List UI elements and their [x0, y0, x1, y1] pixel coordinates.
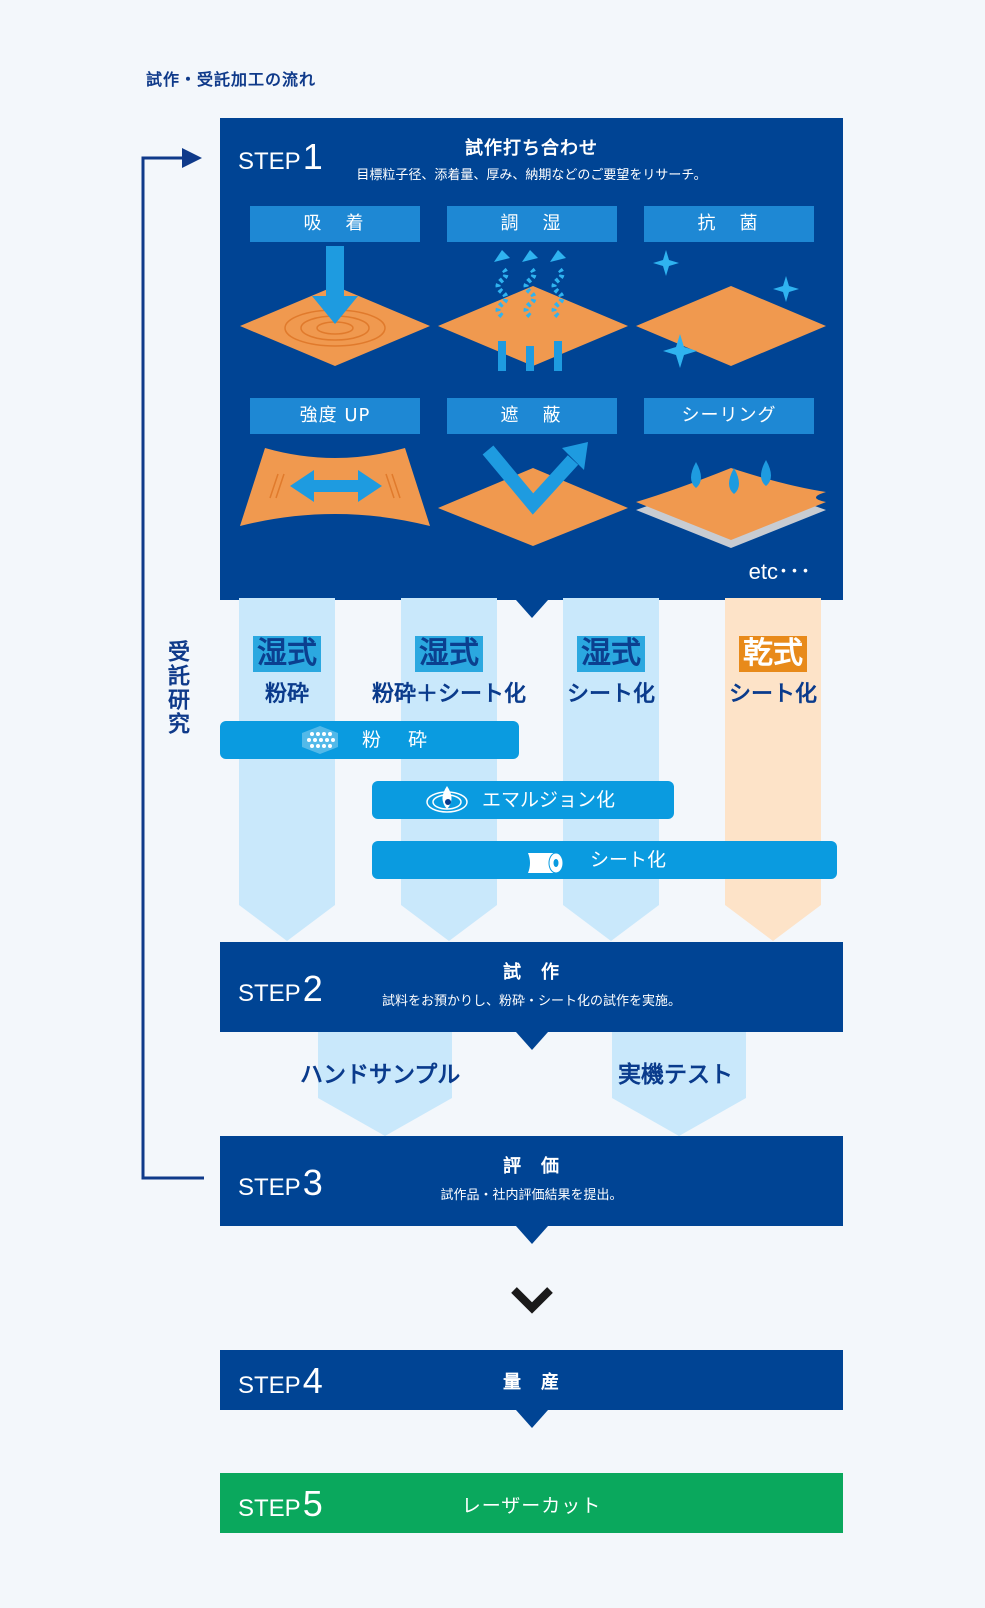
step-number: 2: [302, 968, 323, 1009]
step-word: STEP: [238, 148, 301, 175]
step-word: STEP: [238, 1372, 301, 1399]
page-title: 試作・受託加工の流れ: [146, 70, 317, 89]
step-5-label: STEP5: [238, 1483, 323, 1525]
step-word: STEP: [238, 1495, 301, 1522]
strength-icon: [240, 448, 430, 526]
step-2: STEP2 試 作 試料をお預かりし、粉砕・シート化の試作を実施。: [220, 942, 843, 1050]
step-1: STEP1 試作打ち合わせ 目標粒子径、添着量、厚み、納期などのご要望をリサーチ…: [220, 118, 843, 618]
method-sub: 粉砕＋シート化: [371, 682, 526, 707]
shielding-icon: [438, 442, 628, 546]
method-column-1: 湿式 粉砕: [227, 636, 347, 708]
step-number: 1: [302, 136, 323, 177]
function-strength: 強度 UP: [250, 398, 420, 434]
step-1-description: 目標粒子径、添着量、厚み、納期などのご要望をリサーチ。: [356, 168, 707, 183]
method-badge: 湿式: [415, 636, 483, 672]
step-3-label: STEP3: [238, 1162, 323, 1204]
step-number: 4: [302, 1360, 323, 1401]
function-humidity: 調 湿: [447, 206, 617, 242]
step-3-pointer: [515, 1226, 548, 1244]
method-badge: 湿式: [577, 636, 645, 672]
sheet-roll-icon: [528, 852, 564, 874]
process-sheet: シート化: [372, 841, 837, 879]
step-2-label: STEP2: [238, 968, 323, 1010]
step-number: 3: [302, 1162, 323, 1203]
step-5-title: レーザーカット: [461, 1495, 602, 1517]
etc-label: etc･･･: [748, 559, 811, 584]
step-3-description: 試作品・社内評価結果を提出。: [440, 1188, 623, 1203]
method-badge: 乾式: [739, 636, 807, 672]
output-arrow-1-bg: [318, 1032, 452, 1136]
process-emulsion: エマルジョン化: [372, 781, 674, 819]
method-column-3: 湿式 シート化: [551, 636, 671, 708]
function-adsorption: 吸 着: [250, 206, 420, 242]
step-1-title: 試作打ち合わせ: [465, 138, 598, 159]
method-badge: 湿式: [253, 636, 321, 672]
process-label: シート化: [590, 849, 667, 871]
process-label: 粉 砕: [362, 729, 432, 751]
method-column-2: 湿式 粉砕＋シート化: [359, 636, 539, 708]
step-word: STEP: [238, 1174, 301, 1201]
method-column-4: 乾式 シート化: [713, 636, 833, 708]
step-5: STEP5 レーザーカット: [220, 1473, 843, 1533]
output-arrow-2-bg: [612, 1032, 746, 1136]
method-sub: シート化: [566, 682, 655, 707]
method-column-1-bg: [239, 598, 335, 941]
output-machine-test: 実機テスト: [618, 1062, 733, 1088]
function-antibacterial: 抗 菌: [644, 206, 814, 242]
loop-back-arrow: [141, 148, 204, 1180]
step-word: STEP: [238, 980, 301, 1007]
step-2-pointer: [515, 1032, 548, 1050]
step-4: STEP4 量 産: [220, 1350, 843, 1428]
humidity-icon: [438, 250, 628, 371]
step-1-label: STEP1: [238, 136, 323, 178]
grinding-icon: [302, 726, 338, 754]
chevron-down-icon: [511, 1287, 553, 1314]
function-sealing: シーリング: [644, 398, 814, 434]
step-number: 5: [302, 1483, 323, 1524]
adsorption-icon: [240, 246, 430, 366]
step-4-title: 量 産: [503, 1372, 560, 1393]
emulsion-icon: [426, 786, 468, 813]
step-3: STEP3 評 価 試作品・社内評価結果を提出。: [220, 1136, 843, 1244]
process-grinding: 粉 砕: [220, 721, 519, 759]
step-2-description: 試料をお預かりし、粉砕・シート化の試作を実施。: [381, 994, 681, 1009]
method-sub: シート化: [728, 682, 817, 707]
step-3-title: 評 価: [503, 1156, 560, 1177]
step-4-pointer: [515, 1410, 548, 1428]
output-hand-sample: ハンドサンプル: [300, 1062, 461, 1088]
method-sub: 粉砕: [264, 682, 309, 707]
step-2-title: 試 作: [503, 962, 560, 983]
step-1-pointer: [515, 600, 548, 618]
process-label: エマルジョン化: [482, 789, 616, 811]
sealing-icon: [636, 460, 826, 548]
function-shielding: 遮 蔽: [447, 398, 617, 434]
side-label: 受託研究: [164, 640, 189, 736]
antibacterial-icon: [636, 250, 826, 368]
step-4-label: STEP4: [238, 1360, 323, 1402]
